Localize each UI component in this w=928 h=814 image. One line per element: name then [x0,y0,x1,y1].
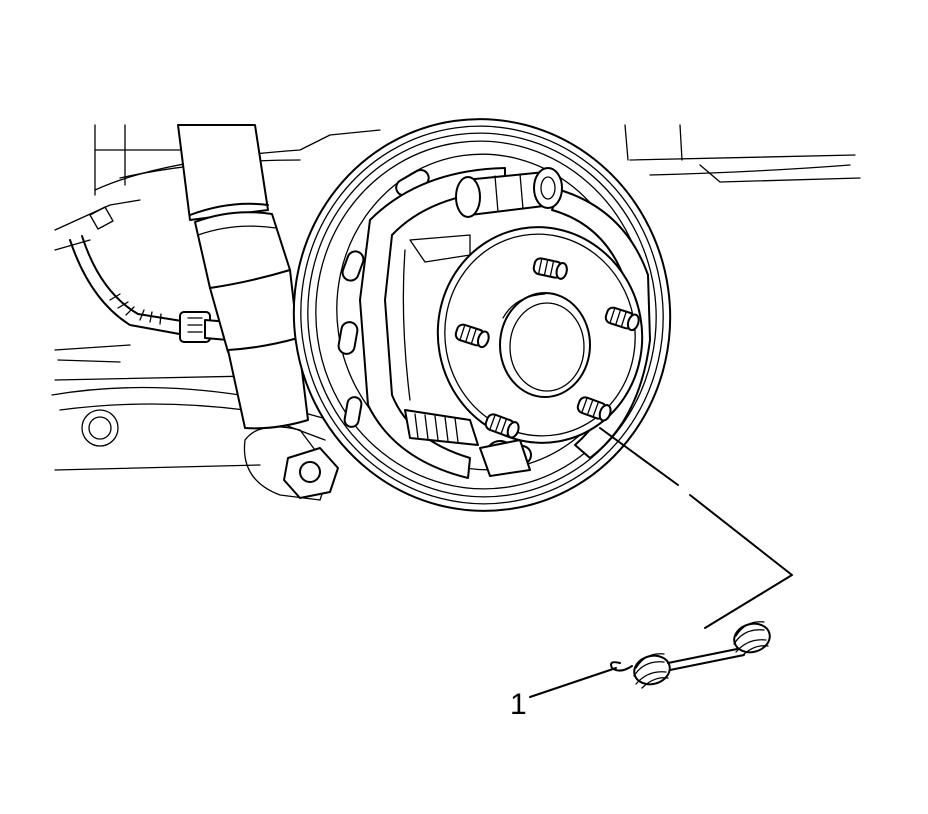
wheel-cylinder [455,167,563,218]
leader-line [599,427,793,629]
wheel-hub [436,226,644,444]
wheel-studs [454,257,640,439]
callout-label-1: 1 [510,688,527,721]
shock-absorber [177,124,309,430]
spring-coil-right [733,621,771,657]
spring-coil-left [633,653,671,689]
adjuster-spring [610,621,771,689]
callout-1: 1 [510,667,617,721]
adjuster-assembly [404,409,532,477]
knuckle-bolt [283,447,339,499]
